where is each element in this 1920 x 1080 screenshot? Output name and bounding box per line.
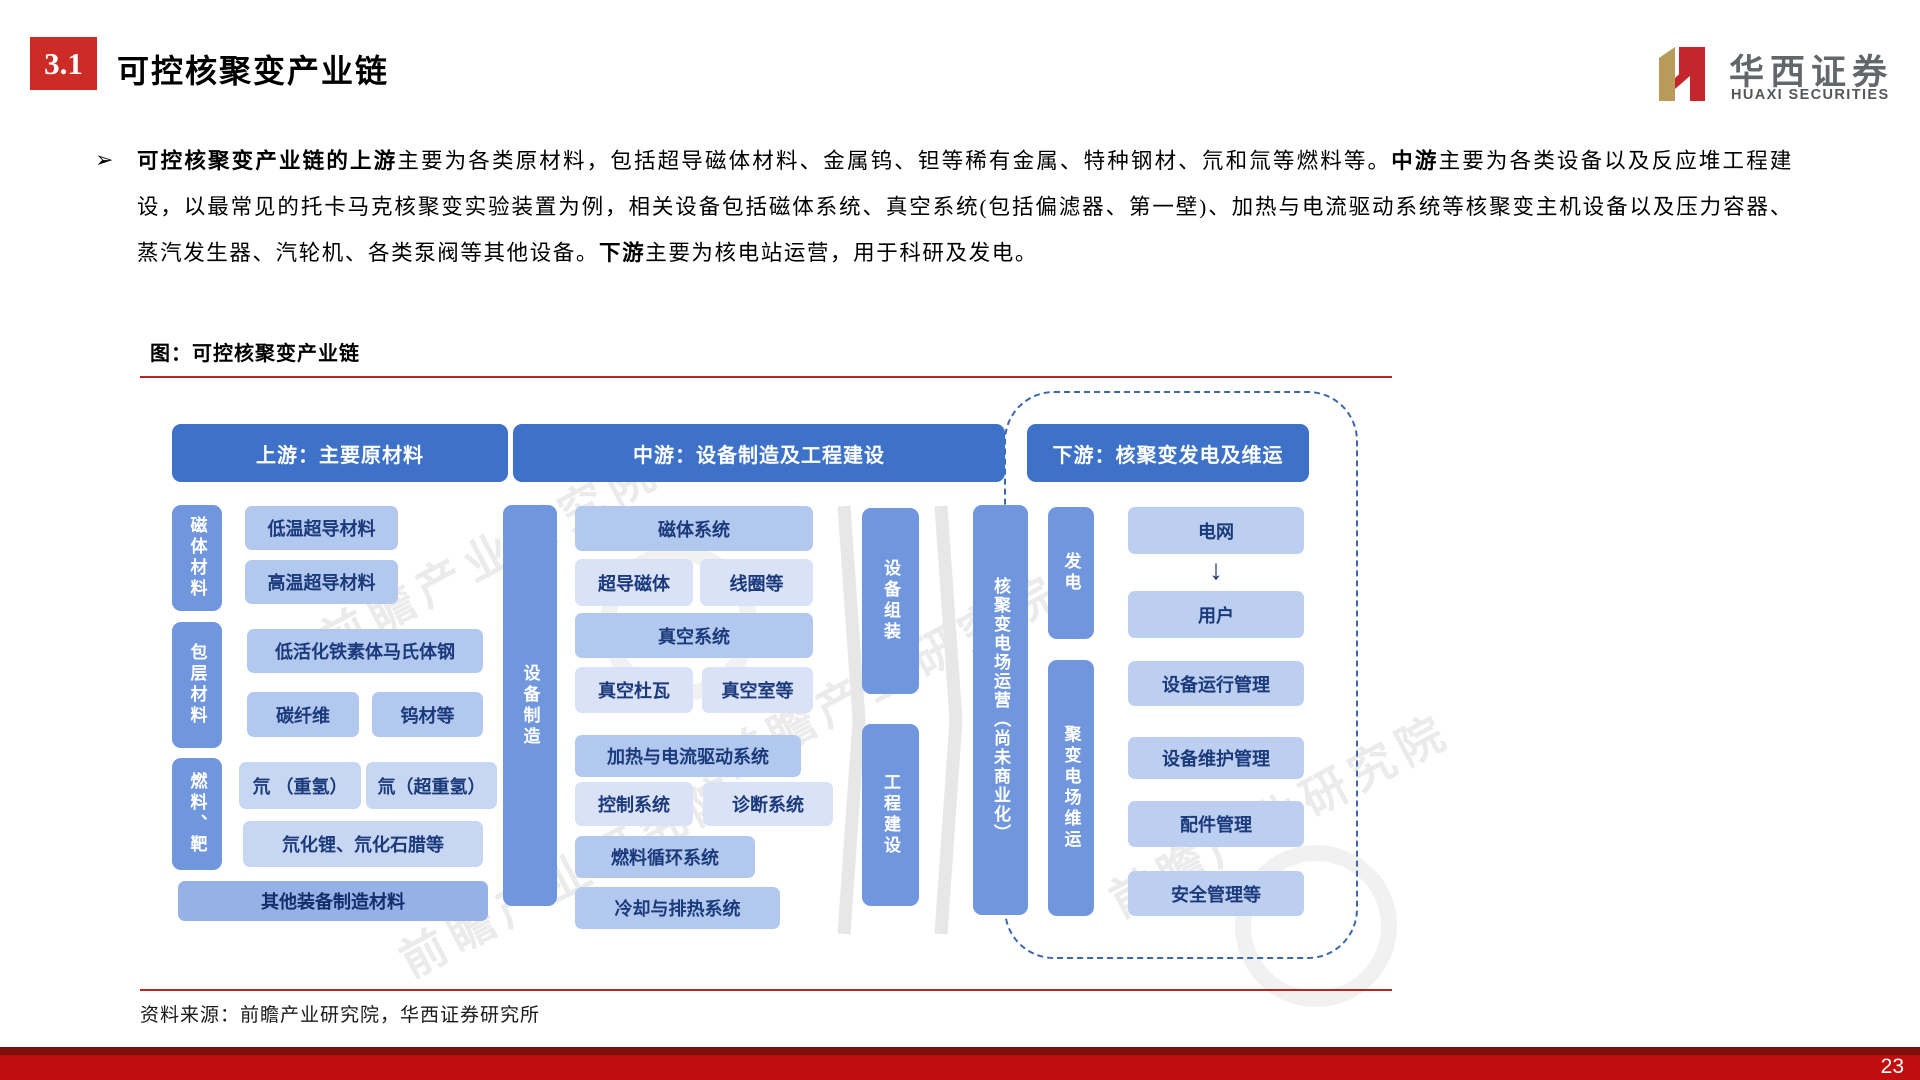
downstream-item: 用户 bbox=[1128, 591, 1304, 638]
page-number: 23 bbox=[1880, 1055, 1904, 1078]
upstream-item: 钨材等 bbox=[372, 692, 483, 737]
midstream-item: 超导磁体 bbox=[575, 559, 693, 606]
midstream-manufacture-label: 设备制造 bbox=[503, 505, 557, 906]
upstream-header: 上游：主要原材料 bbox=[172, 424, 508, 482]
paragraph-segment: 主要为各类原材料，包括超导磁体材料、金属钨、钽等稀有金属、特种钢材、氘和氚等燃料… bbox=[397, 149, 1392, 173]
figure-top-rule bbox=[140, 376, 1392, 378]
paragraph-segment: 可控核聚变产业链的上游 bbox=[137, 149, 398, 173]
upstream-group-label-magnet-materials: 磁体材料 bbox=[172, 505, 222, 611]
upstream-group-label-fuel-target: 燃料、靶 bbox=[172, 758, 222, 870]
downstream-item: 电网 bbox=[1128, 507, 1304, 554]
upstream-other-materials: 其他装备制造材料 bbox=[178, 881, 488, 921]
downstream-generation-label: 发电 bbox=[1048, 507, 1094, 639]
upstream-group-label-blanket-materials: 包层材料 bbox=[172, 622, 222, 748]
midstream-item: 真空系统 bbox=[575, 613, 813, 658]
paragraph-segment: 下游 bbox=[599, 241, 646, 265]
midstream-construction-label: 工程建设 bbox=[862, 724, 919, 906]
midstream-header: 中游：设备制造及工程建设 bbox=[513, 424, 1005, 482]
paragraph-segment: 中游 bbox=[1391, 149, 1439, 173]
logo-company-name-en: HUAXI SECURITIES bbox=[1731, 87, 1890, 103]
paragraph-segment: 主要为核电站运营，用于科研及发电。 bbox=[645, 241, 1038, 265]
downstream-header: 下游：核聚变发电及维运 bbox=[1027, 424, 1309, 482]
upstream-item: 低活化铁素体马氏体钢 bbox=[247, 629, 483, 673]
upstream-item: 低温超导材料 bbox=[245, 506, 398, 550]
intro-paragraph: 可控核聚变产业链的上游主要为各类原材料，包括超导磁体材料、金属钨、钽等稀有金属、… bbox=[137, 138, 1793, 276]
downstream-item: 配件管理 bbox=[1128, 801, 1304, 847]
figure-caption: 图：可控核聚变产业链 bbox=[150, 343, 360, 365]
midstream-item: 控制系统 bbox=[575, 782, 693, 826]
upstream-item: 氘 （重氢） bbox=[239, 762, 361, 809]
upstream-item: 高温超导材料 bbox=[245, 560, 398, 604]
huaxi-logo-icon bbox=[1659, 47, 1705, 101]
source-note: 资料来源：前瞻产业研究院，华西证券研究所 bbox=[140, 1005, 541, 1026]
upstream-item: 碳纤维 bbox=[247, 692, 359, 737]
chevron-separator-icons bbox=[837, 505, 963, 935]
midstream-item: 线圈等 bbox=[700, 559, 813, 606]
midstream-item: 诊断系统 bbox=[703, 782, 833, 826]
upstream-item: 氚（超重氢） bbox=[366, 762, 497, 809]
footer-accent-bar bbox=[0, 1047, 1920, 1055]
midstream-item: 真空室等 bbox=[702, 667, 813, 713]
logo-company-name: 华西证券 bbox=[1729, 53, 1894, 92]
upstream-item: 氘化锂、氘化石腊等 bbox=[243, 821, 483, 867]
paragraph-segment: 主要为各类设备以及反应堆工程建设，以最常见的托卡马克核聚变实验装置为例，相关设备… bbox=[137, 149, 1793, 265]
midstream-item: 加热与电流驱动系统 bbox=[575, 735, 801, 777]
downstream-item: 安全管理等 bbox=[1128, 871, 1304, 916]
section-number-badge: 3.1 bbox=[30, 37, 97, 90]
downstream-item: 设备运行管理 bbox=[1128, 661, 1304, 706]
figure-bottom-rule bbox=[140, 989, 1392, 991]
midstream-item: 冷却与排热系统 bbox=[575, 887, 780, 929]
downstream-maintenance-label: 聚变电场维运 bbox=[1048, 660, 1094, 916]
down-arrow-icon: ↓ bbox=[1209, 554, 1223, 585]
midstream-item: 燃料循环系统 bbox=[575, 836, 755, 878]
midstream-item: 磁体系统 bbox=[575, 506, 813, 551]
midstream-item: 真空杜瓦 bbox=[575, 667, 693, 713]
downstream-item: 设备维护管理 bbox=[1128, 737, 1304, 779]
footer-bar bbox=[0, 1055, 1920, 1080]
downstream-operation-label: 核聚变电场运营（尚未商业化） bbox=[973, 505, 1028, 915]
page-title: 可控核聚变产业链 bbox=[117, 53, 390, 89]
midstream-assembly-label: 设备组装 bbox=[862, 508, 919, 694]
bullet-arrow-icon: ➢ bbox=[95, 147, 114, 172]
